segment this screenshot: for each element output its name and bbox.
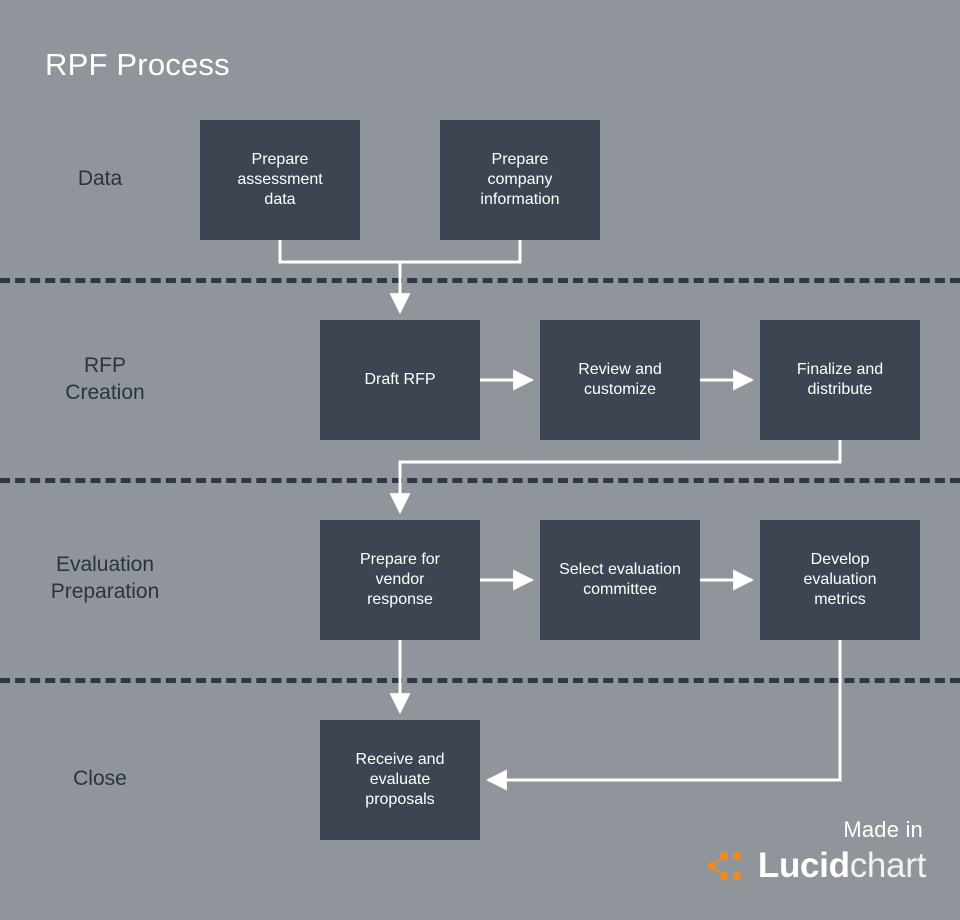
- edge-merge-bar: [278, 240, 522, 264]
- edge-finalize-to-prepare-vendor: [389, 440, 842, 515]
- node-prepare-company-information[interactable]: Prepare company information: [440, 120, 600, 240]
- lucidchart-wordmark: Lucidchart: [758, 848, 926, 883]
- node-select-evaluation-committee[interactable]: Select evaluation committee: [540, 520, 700, 640]
- node-prepare-for-vendor-response[interactable]: Prepare for vendor response: [320, 520, 480, 640]
- node-finalize-and-distribute[interactable]: Finalize and distribute: [760, 320, 920, 440]
- lucidchart-watermark: Lucidchart: [707, 848, 926, 883]
- lane-label-close: Close: [73, 767, 127, 790]
- page-title: RPF Process: [45, 47, 230, 82]
- node-develop-evaluation-metrics[interactable]: Develop evaluation metrics: [760, 520, 920, 640]
- edge-develop-metrics-to-receive-proposals: [485, 640, 842, 791]
- node-review-and-customize[interactable]: Review and customize: [540, 320, 700, 440]
- lucidchart-wordmark-light: chart: [849, 846, 927, 885]
- lane-divider-1: [0, 278, 960, 283]
- lane-label-rfp-creation: RFP Creation: [65, 354, 145, 404]
- made-in-label: Made in: [843, 817, 923, 842]
- lane-divider-2: [0, 478, 960, 483]
- lane-divider-3: [0, 678, 960, 683]
- node-receive-and-evaluate-proposals[interactable]: Receive and evaluate proposals: [320, 720, 480, 840]
- lucidchart-wordmark-bold: Lucid: [757, 846, 850, 885]
- node-draft-rfp[interactable]: Draft RFP: [320, 320, 480, 440]
- lucidchart-logo-icon: [707, 851, 742, 880]
- lane-label-evaluation-preparation: Evaluation Preparation: [50, 553, 160, 603]
- node-prepare-assessment-data[interactable]: Prepare assessment data: [200, 120, 360, 240]
- lane-label-data: Data: [77, 167, 123, 190]
